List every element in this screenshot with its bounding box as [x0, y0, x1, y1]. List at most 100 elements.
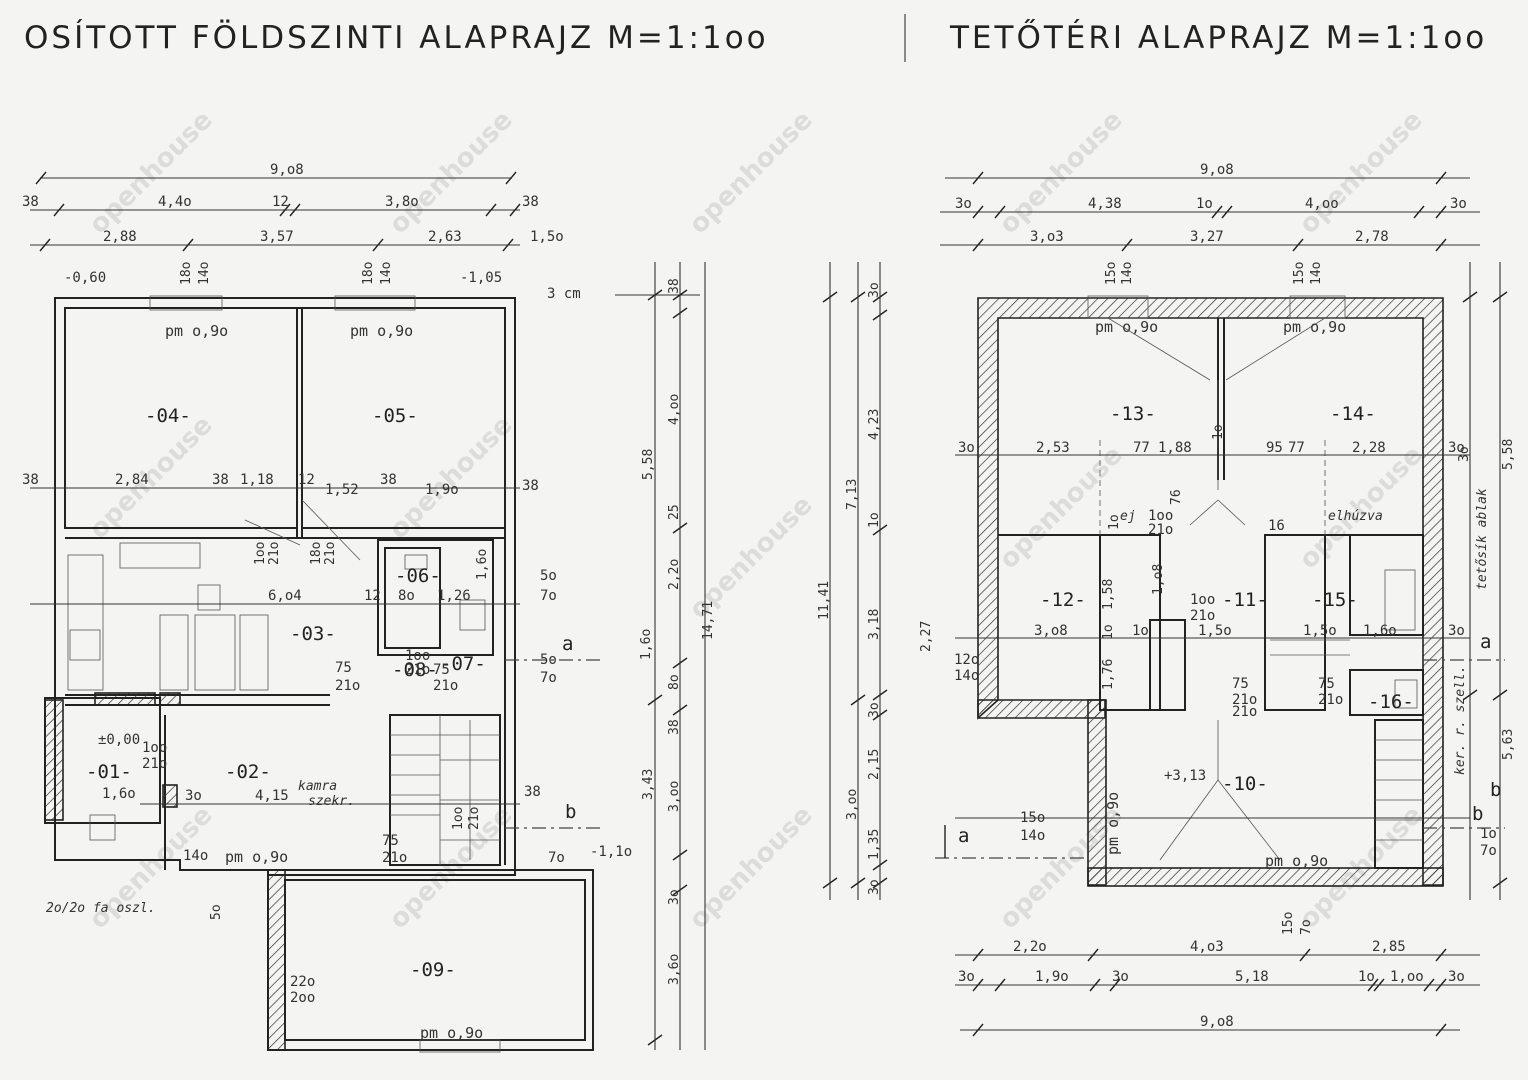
dim-label: 7,13 — [845, 479, 860, 510]
door-mark: 21o — [1148, 522, 1173, 538]
door-mark: 21o — [267, 542, 282, 565]
dim-label: 14o — [1020, 828, 1045, 844]
dim-label: 2,28 — [1352, 440, 1386, 456]
note-label: 1o — [1107, 514, 1122, 530]
door-mark: 14o — [183, 848, 208, 864]
window-mark: 14o — [1309, 262, 1324, 285]
door-mark: 5o — [209, 904, 224, 920]
level-mark: +3,13 — [1164, 768, 1206, 784]
door-mark: 15o — [1281, 912, 1296, 935]
dim-label: 38 — [212, 472, 229, 488]
watermark-text: openhouse — [84, 410, 219, 545]
pm-label: pm o,9o — [1095, 318, 1158, 336]
attic-top-dimensions: 9,o8 3o 4,38 1o 4,oo 3o 3,o3 3,27 2,78 — [940, 162, 1480, 252]
dim-label: 3,18 — [867, 609, 882, 640]
dim-label: 1o — [867, 512, 882, 528]
dim-label: 3,43 — [641, 769, 656, 800]
door-mark: 21o — [335, 678, 360, 694]
dim-label: 2,2o — [1013, 939, 1047, 955]
dim-label: 38 — [22, 194, 39, 210]
dim-label: 3,6o — [667, 954, 682, 985]
dim-label: 38 — [522, 194, 539, 210]
door-mark: 12o — [954, 652, 979, 668]
room-label: -14- — [1330, 403, 1376, 425]
door-mark: 75 — [1232, 676, 1249, 692]
watermark-text: openhouse — [684, 800, 819, 935]
dim-label: 3o — [1448, 969, 1465, 985]
attic-bottom-dimensions: 2,2o 4,o3 2,85 3o 1,9o 3o 5,18 1o 1,oo 3… — [955, 939, 1480, 1037]
dim-label: 2,53 — [1036, 440, 1070, 456]
dim-label: 1o — [1480, 826, 1497, 842]
dim-label: 38 — [380, 472, 397, 488]
dim-label: 4,4o — [158, 194, 192, 210]
room-label: -11- — [1222, 589, 1268, 611]
dim-label: 3o — [867, 702, 882, 718]
watermark-text: openhouse — [84, 105, 219, 240]
dim-label: 1o — [1132, 623, 1149, 639]
pm-label: pm o,9o — [1265, 852, 1328, 870]
pm-label: pm o,9o — [1283, 318, 1346, 336]
dim-label: 3o — [955, 196, 972, 212]
door-mark: 75 — [382, 833, 399, 849]
ground-top-dimensions: 9,o8 38 4,4o 12 3,8o 38 2,88 3,57 2,63 1… — [22, 162, 564, 252]
dim-label: 12 — [272, 194, 289, 210]
dim-label: 11,41 — [817, 581, 832, 620]
attic-right-dimensions: 5,58 3o 5,63 7o 1o — [1457, 262, 1516, 900]
dim-label: 3o — [1450, 196, 1467, 212]
dim-label: 6,o4 — [268, 588, 302, 604]
dim-label: 1,9o — [425, 482, 459, 498]
ground-floor-plan: 9,o8 38 4,4o 12 3,8o 38 2,88 3,57 2,63 1… — [22, 162, 716, 1053]
dim-label: 12 — [364, 588, 381, 604]
dim-label: 3,o3 — [1030, 229, 1064, 245]
dim-label: 38 — [667, 719, 682, 735]
dim-label: 2,78 — [1355, 229, 1389, 245]
dim-total: 9,o8 — [1200, 162, 1234, 178]
dim-label: 5,63 — [1501, 729, 1516, 760]
note-label: ej — [1120, 509, 1136, 524]
door-mark: 18o — [309, 542, 324, 565]
dim-label: 1,58 — [1101, 579, 1116, 610]
pm-label: pm o,9o — [1104, 792, 1122, 855]
room-label: -16- — [1368, 691, 1414, 713]
room-label: -07- — [440, 653, 486, 675]
dim-label: 1,52 — [325, 482, 359, 498]
room-label: -08- — [392, 659, 438, 681]
dim-label: 2,85 — [1372, 939, 1406, 955]
dim-label: 77 — [1133, 440, 1150, 456]
dim-label: 1,5o — [1303, 623, 1337, 639]
door-mark: 1oo — [142, 740, 167, 756]
dim-label: 2,63 — [428, 229, 462, 245]
dim-label: 1,6o — [639, 629, 654, 660]
room-label: -06- — [395, 565, 441, 587]
room-label: -12- — [1040, 589, 1086, 611]
dim-label: 5,18 — [1235, 969, 1269, 985]
dim-label: 1,88 — [1158, 440, 1192, 456]
dim-label: 3o — [1448, 440, 1465, 456]
room-label: -10- — [1222, 773, 1268, 795]
door-mark: 21o — [433, 678, 458, 694]
dim-label: 95 — [1266, 440, 1283, 456]
dim-label: 4,oo — [1305, 196, 1339, 212]
door-mark: 75 — [433, 662, 450, 678]
dim-label: 1,9o — [1035, 969, 1069, 985]
note-label: szekr. — [308, 794, 355, 809]
note-label: ker. r. szell. — [1453, 665, 1468, 775]
door-mark: 75 — [335, 660, 352, 676]
door-mark: 2oo — [290, 990, 315, 1006]
watermark-text: openhouse — [384, 410, 519, 545]
dim-label: 3,57 — [260, 229, 294, 245]
pm-label: pm o,9o — [165, 322, 228, 340]
attic-walls — [977, 295, 1444, 887]
dim-label: 5,58 — [1501, 439, 1516, 470]
watermark-text: openhouse — [1294, 440, 1429, 575]
note-label: 1,6o — [475, 549, 490, 580]
dim-label: 1,18 — [240, 472, 274, 488]
door-mark: 1oo — [1190, 592, 1215, 608]
window-mark: 14o — [197, 262, 212, 285]
dim-label: 25 — [667, 504, 682, 520]
pm-label: pm o,9o — [225, 848, 288, 866]
dim-label: 3,o8 — [1034, 623, 1068, 639]
note-label: tetősík ablak — [1475, 488, 1490, 590]
door-mark: 21o — [323, 542, 338, 565]
